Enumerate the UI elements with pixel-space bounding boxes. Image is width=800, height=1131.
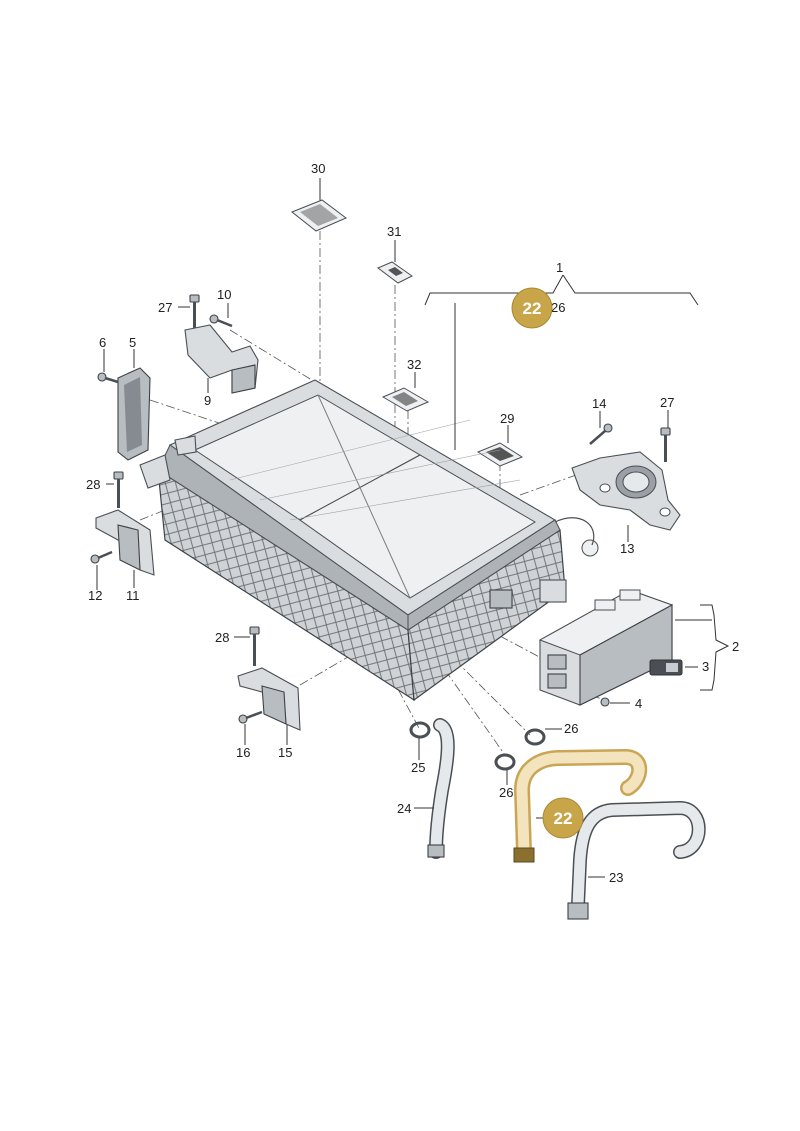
- label-13: 13: [620, 541, 634, 556]
- label-9: 9: [204, 393, 211, 408]
- control-unit-2: [538, 589, 674, 706]
- label-25: 25: [411, 760, 425, 775]
- label-27-left: 27: [158, 300, 172, 315]
- hose-clamp-25: [409, 721, 431, 739]
- label-2: 2: [732, 639, 739, 654]
- label-4: 4: [635, 696, 642, 711]
- label-14: 14: [592, 396, 606, 411]
- label-15: 15: [278, 745, 292, 760]
- label-26-mid: 26: [564, 721, 578, 736]
- connector-5: [117, 367, 151, 461]
- label-24: 24: [397, 801, 411, 816]
- bolt-6: [97, 372, 119, 384]
- label-12: 12: [88, 588, 102, 603]
- bracket-9: [184, 324, 259, 394]
- bolt-27-right: [660, 427, 671, 462]
- badge-22-hose[interactable]: 22: [542, 797, 584, 839]
- flange-13: [571, 451, 681, 531]
- coolant-hose-23: [567, 801, 706, 920]
- battery-housing: [139, 379, 599, 702]
- bolt-28-upper: [113, 471, 124, 508]
- label-plate-29: [476, 442, 524, 467]
- bracket-11: [95, 509, 155, 576]
- label-28-upper: 28: [86, 477, 100, 492]
- bolt-4: [600, 697, 610, 707]
- label-32: 32: [407, 357, 421, 372]
- label-31: 31: [387, 224, 401, 239]
- label-plate-32: [381, 387, 430, 412]
- label-5: 5: [129, 335, 136, 350]
- label-plate-30: [291, 199, 347, 232]
- bolt-27-left: [189, 294, 200, 328]
- bolt-14: [589, 423, 613, 445]
- coolant-hose-24: [427, 718, 455, 859]
- leader-lines: [96, 178, 730, 878]
- label-26-low: 26: [499, 785, 513, 800]
- label-6: 6: [99, 335, 106, 350]
- bolt-12: [90, 550, 113, 564]
- label-23: 23: [609, 870, 623, 885]
- bolt-10: [209, 314, 233, 328]
- bolt-28-lower: [249, 626, 260, 666]
- label-3: [649, 659, 683, 676]
- coolant-hose-22: [513, 749, 648, 863]
- badge-22-top[interactable]: 22: [511, 287, 553, 329]
- label-10: 10: [217, 287, 231, 302]
- label-29: 29: [500, 411, 514, 426]
- label-3: 3: [702, 659, 709, 674]
- label-1: 1: [556, 260, 563, 275]
- badge-22-top-text: 22: [523, 299, 542, 318]
- callout-labels: 1 2 3 4 5 6 9 10 11 12 13 14 15 16 23 24…: [86, 161, 739, 885]
- hose-clamp-26a: [524, 728, 546, 746]
- hose-clamp-26b: [494, 753, 516, 771]
- label-28-lower: 28: [215, 630, 229, 645]
- label-27-right: 27: [660, 395, 674, 410]
- bolt-16: [238, 710, 263, 724]
- bracket-15: [237, 667, 301, 731]
- label-11: 11: [126, 588, 140, 603]
- label-30: 30: [311, 161, 325, 176]
- badge-22-hose-text: 22: [554, 809, 573, 828]
- label-plate-31: [377, 261, 413, 284]
- label-16: 16: [236, 745, 250, 760]
- label-26-top: 26: [551, 300, 565, 315]
